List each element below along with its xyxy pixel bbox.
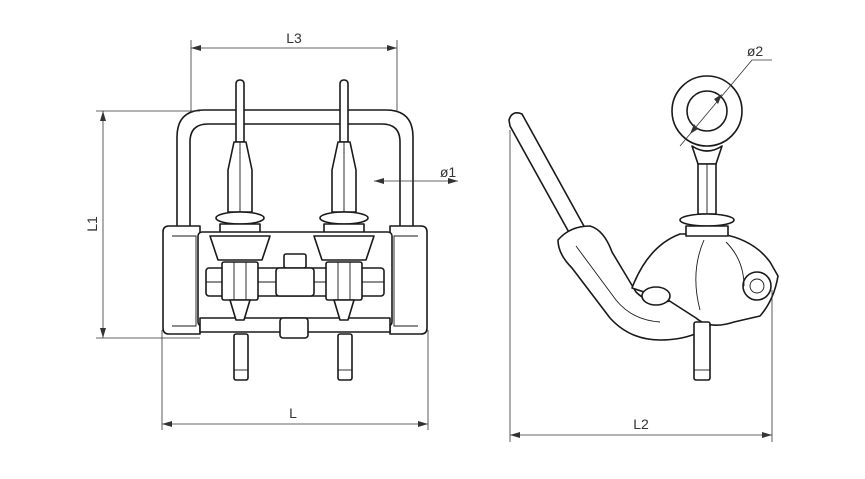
right-stud	[319, 79, 369, 235]
dimension-l1	[96, 110, 200, 339]
label-l3: L3	[286, 30, 302, 46]
dimension-d2	[679, 59, 772, 147]
label-l: L	[289, 405, 297, 421]
label-l1: L1	[84, 216, 100, 232]
jaw-head	[631, 233, 779, 326]
dimension-l2	[509, 130, 773, 442]
dimension-l	[161, 330, 429, 430]
side-view: ø2 L2	[508, 43, 779, 442]
dimension-l3	[190, 40, 398, 112]
left-stud	[215, 79, 265, 235]
jaw-assembly	[205, 235, 385, 321]
label-d1: ø1	[440, 164, 457, 180]
dimension-d1	[374, 178, 458, 184]
label-l2: L2	[633, 416, 649, 432]
threaded-rods	[233, 333, 353, 381]
guard-frame	[176, 109, 414, 233]
hook-arm	[508, 112, 721, 341]
label-d2: ø2	[747, 43, 764, 59]
front-view: L3 L1 L ø1	[84, 30, 458, 430]
